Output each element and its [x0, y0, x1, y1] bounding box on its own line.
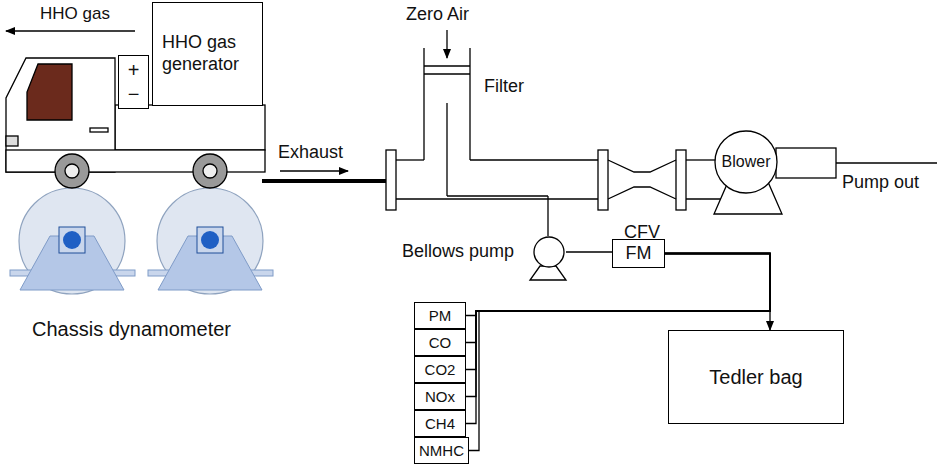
pump-out-label: Pump out [842, 172, 919, 193]
pump-symbol [532, 236, 566, 268]
node-text: HHO gas generator [162, 32, 256, 75]
node-text: Bellows pump [402, 241, 514, 263]
analyzer-box: NOx [414, 383, 466, 410]
node-text: − [128, 82, 140, 106]
exhaust-label: Exhaust [278, 142, 343, 163]
dynamometer-label: Chassis dynamometer [32, 318, 231, 341]
node-text: NOx [425, 388, 455, 406]
analyzer-box: CO2 [414, 356, 466, 383]
gas-flow-arrow [6, 30, 135, 32]
node-text: CH4 [425, 415, 455, 433]
node-text: CO2 [425, 361, 456, 379]
filter-label: Filter [484, 76, 524, 97]
flow-meter-box: FM [612, 239, 665, 268]
generator-box: HHO gas generator [152, 2, 263, 106]
bellows-pump: Bellows pump [402, 236, 566, 268]
node-text: Blower [722, 152, 771, 171]
chassis-dynamometer [10, 188, 273, 294]
sample-line [566, 251, 612, 252]
node-text: PM [429, 307, 452, 325]
battery-box: +− [118, 55, 149, 109]
node-text: CO [429, 334, 452, 352]
node-text: + [128, 58, 140, 82]
dilution-tunnel [386, 30, 937, 280]
zero-air-label: Zero Air [406, 4, 469, 25]
gas-label: HHO gas [40, 4, 110, 24]
analyzer-box: PM [414, 302, 466, 329]
sample-bag-box: Tedler bag [668, 330, 844, 424]
node-text: NMHC [419, 442, 464, 460]
analyzer-box: CO [414, 329, 466, 356]
blower-circle: Blower [714, 130, 778, 194]
sample-line [665, 254, 770, 331]
analyzer-box: NMHC [414, 437, 469, 464]
cfv-label: CFV [624, 222, 660, 243]
node-text: FM [626, 243, 652, 265]
exhaust-arrow [280, 170, 348, 172]
exhaust-pipe [262, 179, 388, 183]
analyzer-box: CH4 [414, 410, 466, 437]
node-text: Tedler bag [709, 365, 802, 389]
